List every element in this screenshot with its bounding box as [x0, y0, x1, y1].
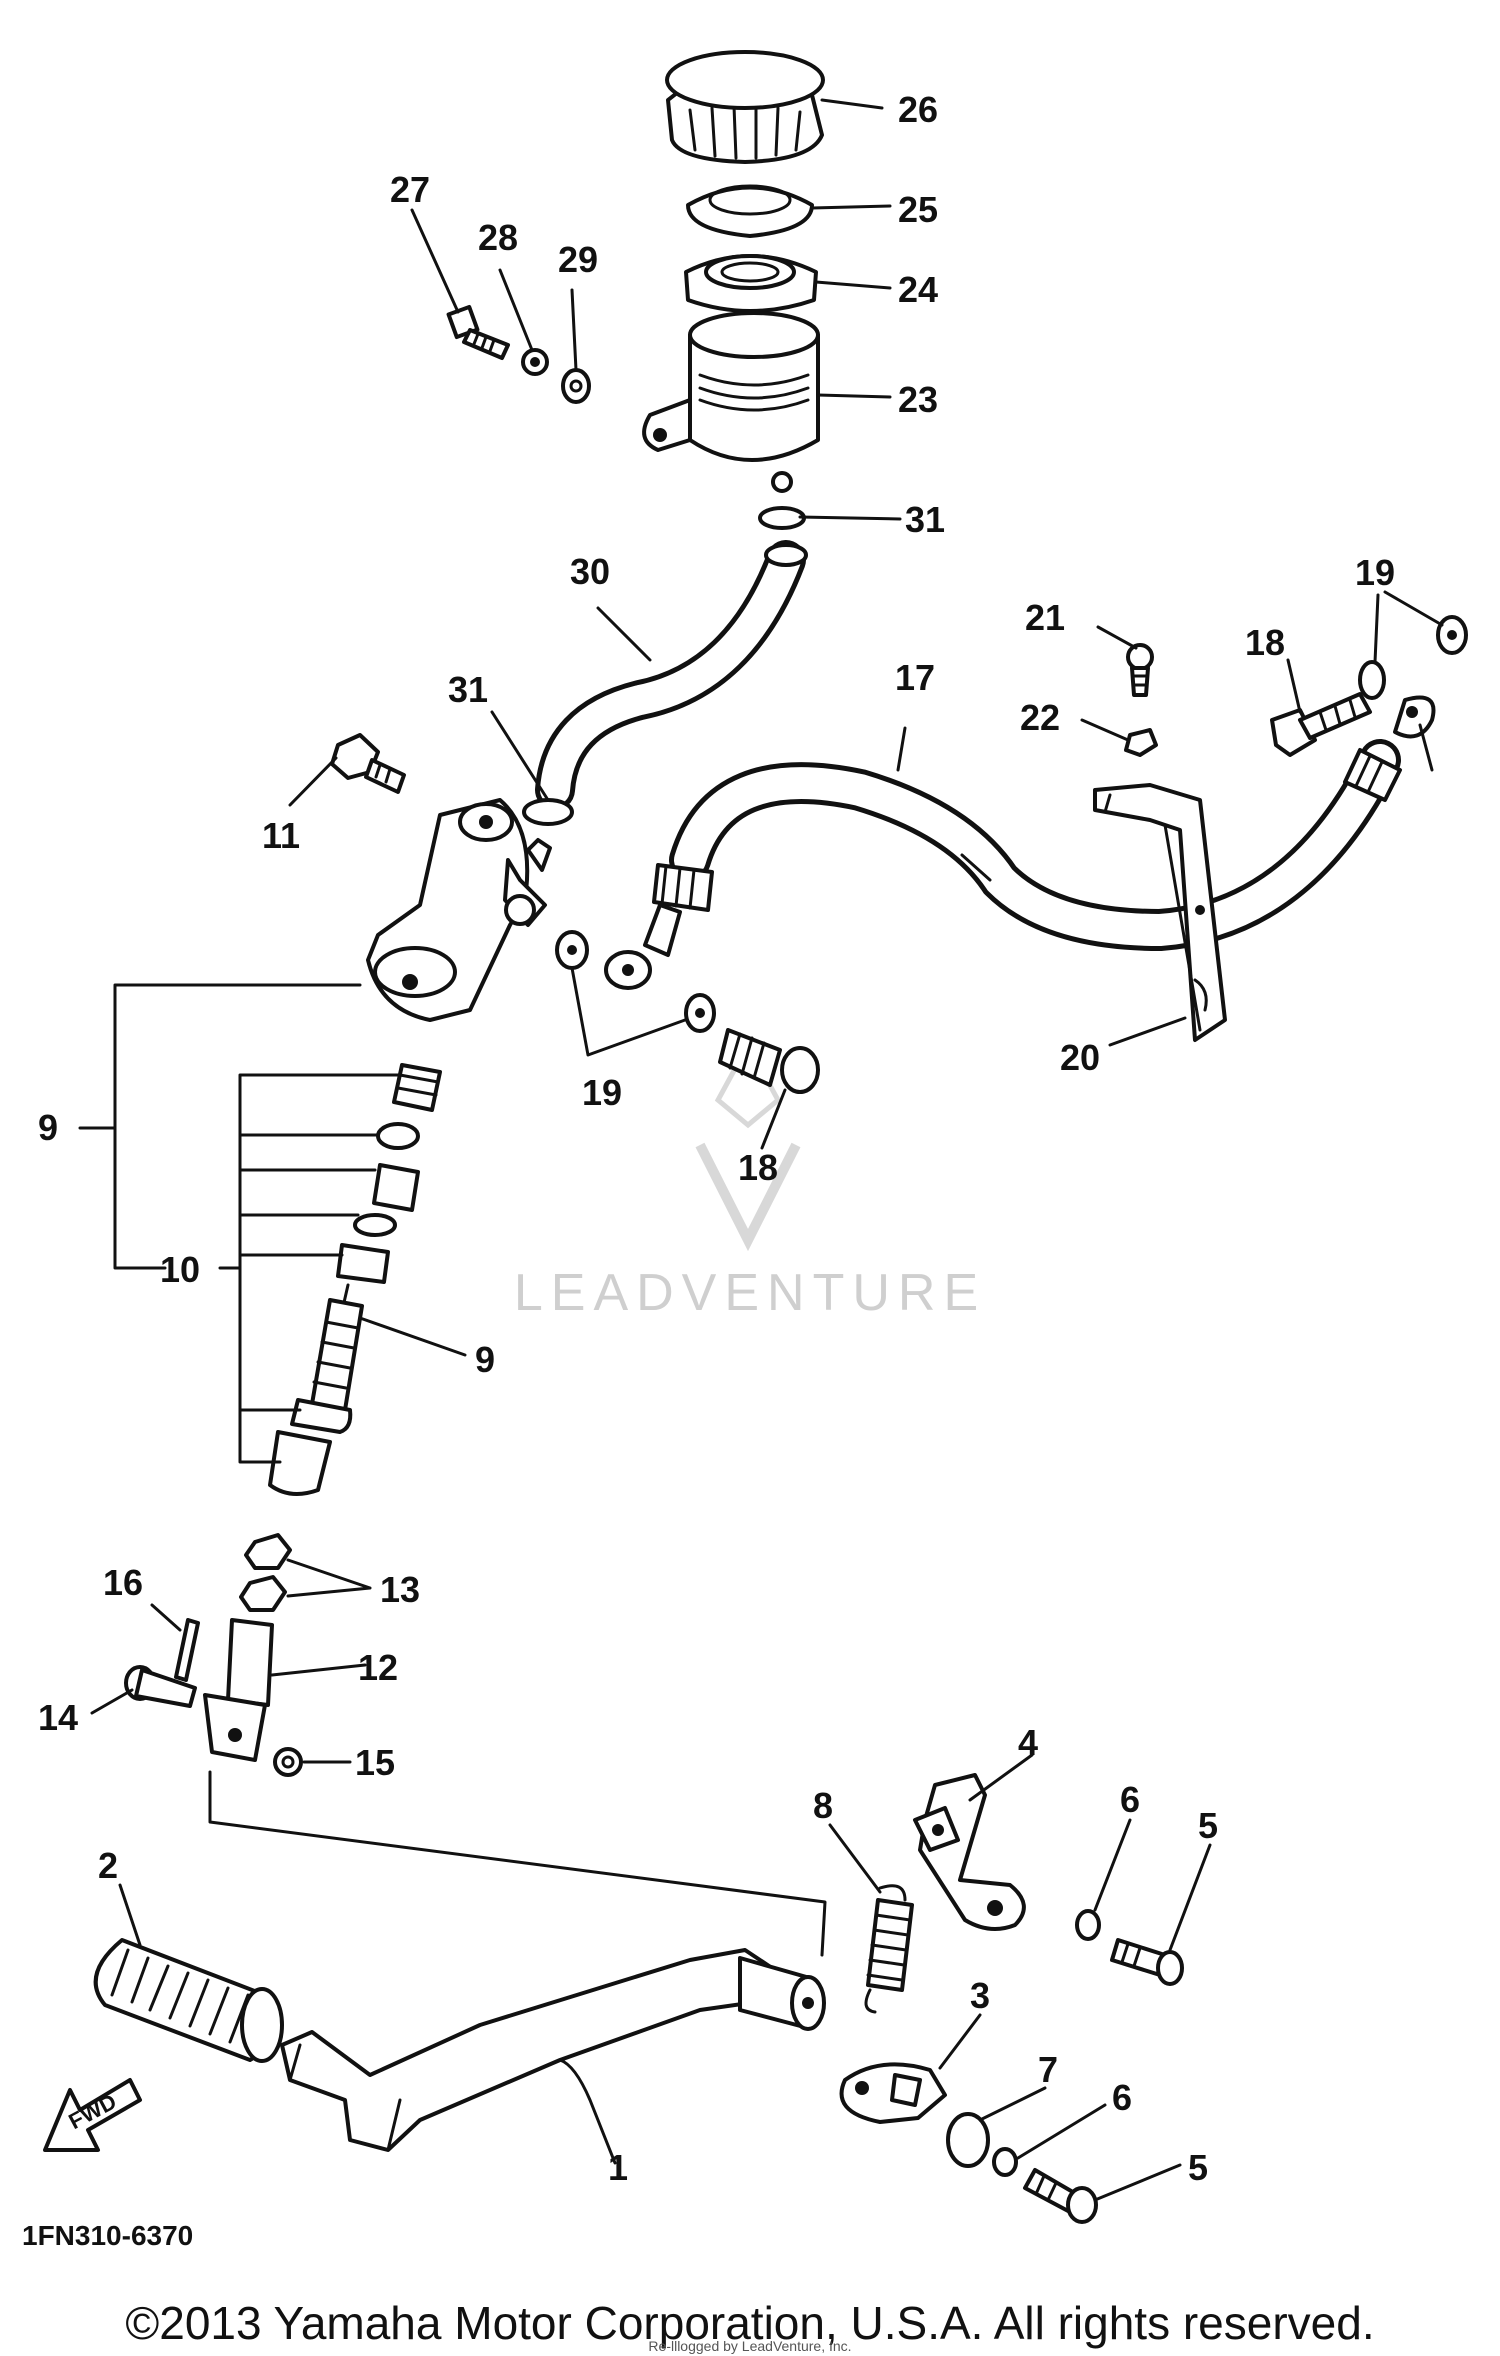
- callout-17: 17: [895, 657, 935, 698]
- watermark: LEADVENTURE: [514, 1039, 986, 1322]
- callout-13: 13: [380, 1569, 420, 1610]
- callout-9-left: 9: [38, 1107, 58, 1148]
- callout-24: 24: [898, 269, 938, 310]
- callout-27: 27: [390, 169, 430, 210]
- union-washer-right-b: [1436, 615, 1468, 655]
- callout-31-top: 31: [905, 499, 945, 540]
- master-cylinder-body: [366, 798, 552, 1022]
- brake-rod-clevis: [203, 1618, 274, 1762]
- callout-18-right: 18: [1245, 622, 1285, 663]
- reservoir-cap: [665, 50, 825, 164]
- plate-washer: [946, 2112, 990, 2168]
- hose-bracket: [1093, 783, 1227, 1042]
- watermark-text: LEADVENTURE: [514, 1264, 986, 1322]
- callout-21: 21: [1025, 597, 1065, 638]
- rod-link-line: [208, 1770, 827, 1957]
- diaphragm: [684, 254, 818, 313]
- locknut-b: [239, 1575, 287, 1612]
- callout-8: 8: [813, 1785, 833, 1826]
- brake-hose: [604, 695, 1436, 990]
- callout-7: 7: [1038, 2049, 1058, 2090]
- callout-12: 12: [358, 1647, 398, 1688]
- callout-labels: 26 25 24 23 27 28 29 31 30 21 22 17 18 1…: [38, 89, 1395, 2188]
- cotter-pin: [174, 1618, 200, 1682]
- locknut-a: [244, 1533, 292, 1570]
- callout-15: 15: [355, 1742, 395, 1783]
- footrest-rubber: [93, 1938, 284, 2063]
- callout-9-kit: 9: [475, 1339, 495, 1380]
- callout-31-lower: 31: [448, 669, 488, 710]
- callout-18-lower: 18: [738, 1147, 778, 1188]
- diaphragm-plate: [686, 184, 814, 238]
- union-bolt-right: [1270, 692, 1372, 757]
- callout-3: 3: [970, 1975, 990, 2016]
- callout-4: 4: [1018, 1722, 1038, 1763]
- reservoir-washer: [521, 348, 549, 376]
- callout-23: 23: [898, 379, 938, 420]
- spring-bracket: [913, 1773, 1026, 1931]
- callout-16: 16: [103, 1562, 143, 1603]
- callout-25: 25: [898, 189, 938, 230]
- reservoir-nut: [561, 368, 591, 404]
- union-washer-right-a: [1358, 660, 1386, 700]
- brake-pedal: [280, 1948, 826, 2152]
- clevis-nut: [273, 1747, 303, 1777]
- callout-6-lower: 6: [1112, 2077, 1132, 2118]
- callout-10: 10: [160, 1249, 200, 1290]
- callout-29: 29: [558, 239, 598, 280]
- leader-lines: [90, 98, 1444, 2202]
- callout-2: 2: [98, 1845, 118, 1886]
- callout-19-right: 19: [1355, 552, 1395, 593]
- lower-bolt: [1023, 2168, 1098, 2224]
- bracket-nut: [1124, 728, 1158, 757]
- master-cylinder-bolt: [330, 733, 406, 794]
- callout-14: 14: [38, 1697, 78, 1738]
- callout-22: 22: [1020, 697, 1060, 738]
- callout-5-upper: 5: [1198, 1805, 1218, 1846]
- stopper-plate: [839, 2062, 947, 2124]
- reservoir-hose: [535, 540, 808, 810]
- bracket-bolt: [1126, 643, 1154, 697]
- cylinder-kit: [268, 1063, 442, 1496]
- return-spring: [864, 1884, 914, 2014]
- callout-30: 30: [570, 551, 610, 592]
- upper-bolt: [1110, 1938, 1184, 1986]
- group-leaders: [78, 983, 402, 1464]
- union-washer-left: [555, 930, 589, 970]
- lower-washer: [992, 2147, 1018, 2177]
- union-bolt-lower: [718, 1028, 820, 1094]
- callout-19-lower: 19: [582, 1072, 622, 1113]
- union-washer-lower: [684, 993, 716, 1033]
- callout-11: 11: [262, 815, 300, 856]
- reservoir-screw: [446, 304, 510, 360]
- smallprint-notice: Re-lllogged by LeadVenture, Inc.: [648, 2338, 852, 2354]
- callout-20: 20: [1060, 1037, 1100, 1078]
- hose-clip-lower: [522, 798, 574, 826]
- callout-28: 28: [478, 217, 518, 258]
- upper-washer: [1075, 1909, 1101, 1941]
- reservoir-tank: [642, 311, 820, 462]
- callout-6-upper: 6: [1120, 1779, 1140, 1820]
- callout-1: 1: [608, 2147, 628, 2188]
- hose-clip-top: [758, 471, 806, 530]
- callout-26: 26: [898, 89, 938, 130]
- copyright-notice: ©2013 Yamaha Motor Corporation, U.S.A. A…: [125, 2297, 1375, 2349]
- diagram-code: 1FN310-6370: [22, 2220, 193, 2251]
- forward-marker: FWD: [43, 2078, 142, 2152]
- callout-5-lower: 5: [1188, 2147, 1208, 2188]
